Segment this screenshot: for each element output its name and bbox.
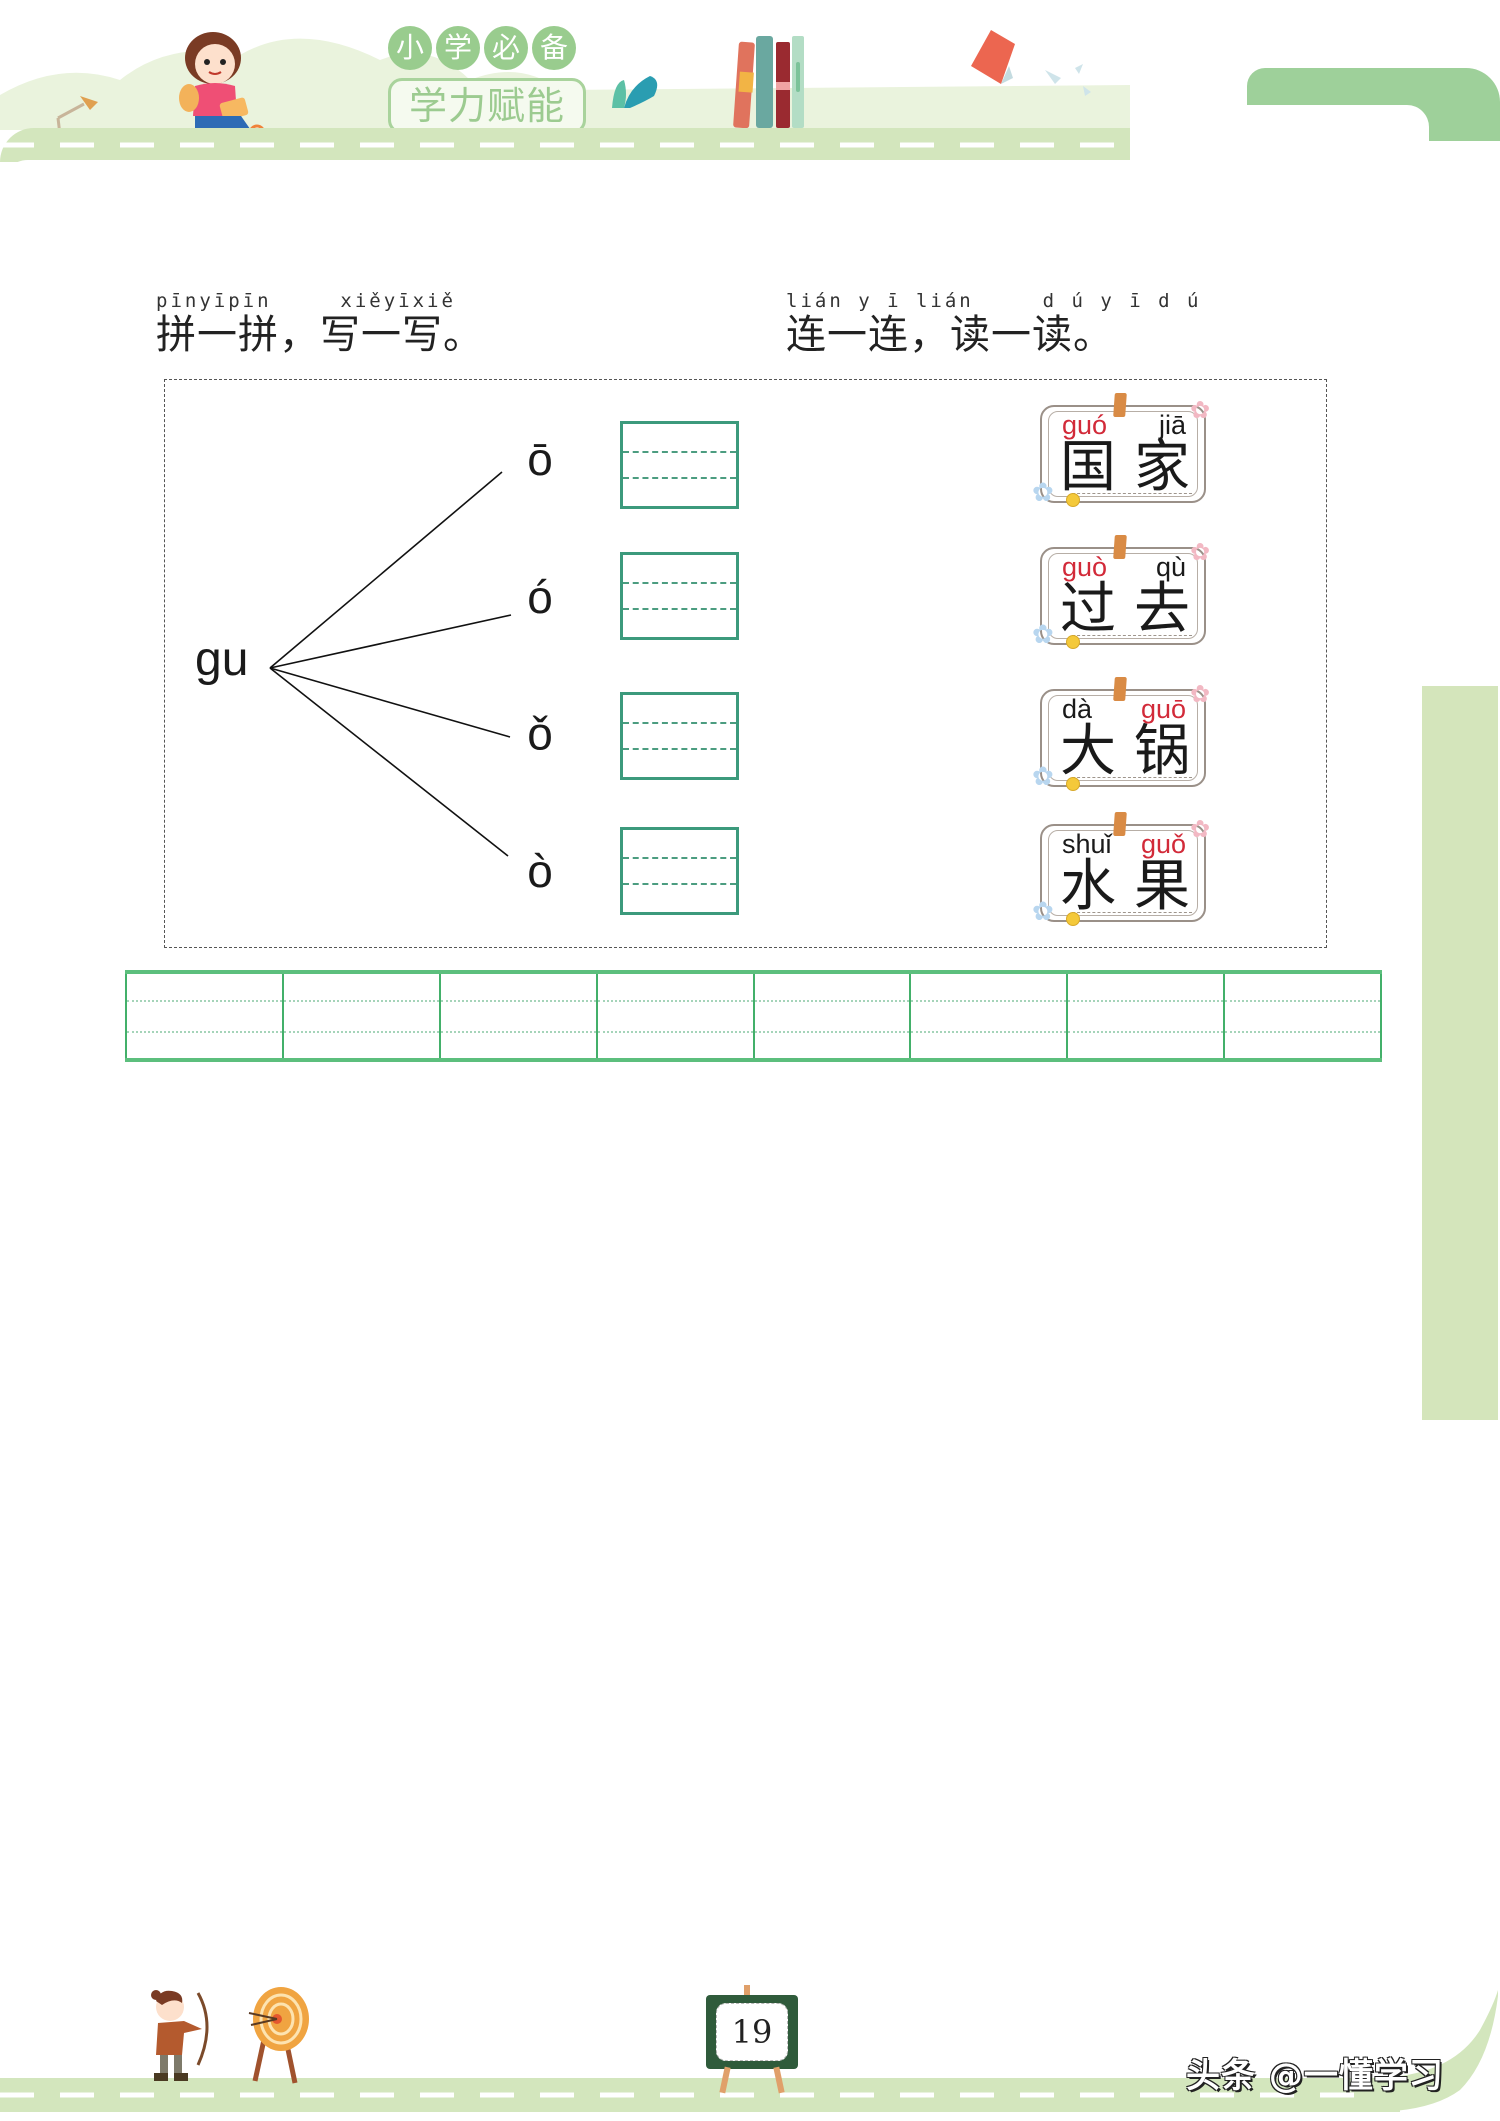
- page-number: 19: [716, 2003, 788, 2061]
- pink-star-icon: ✿: [1190, 538, 1211, 566]
- grid-cell[interactable]: [752, 974, 910, 1058]
- card-pinyin-1: dà: [1062, 694, 1093, 724]
- card-pinyin-2: guō: [1140, 694, 1186, 724]
- card-pinyin-1: guó: [1062, 410, 1108, 440]
- hills-background: [0, 38, 1130, 130]
- section-title-connect-read: lián y ī lián d ú y ī d ú 连一连，读一读。: [786, 290, 1201, 358]
- yellow-dot-icon: [1066, 777, 1080, 791]
- badge-char: 小: [388, 26, 432, 70]
- blue-star-icon: ✿: [1032, 762, 1054, 792]
- card-hanzi-1: 水: [1060, 854, 1116, 919]
- section-title-pinyin: pīnyīpīn xiěyīxiě: [156, 290, 484, 312]
- flying-paper-icon: [971, 30, 1091, 96]
- final-o-tone2: ó: [527, 571, 553, 623]
- plant-icon: [612, 76, 658, 108]
- yellow-dot-icon: [1066, 635, 1080, 649]
- pink-star-icon: ✿: [1190, 815, 1211, 843]
- title-duyidu: 读一读。: [950, 312, 1114, 358]
- pinyin-writing-grid: [125, 970, 1382, 1062]
- pinyin-writing-box-3[interactable]: [620, 692, 739, 780]
- grid-cell[interactable]: [1223, 974, 1382, 1058]
- blue-star-icon: ✿: [1032, 620, 1054, 650]
- card-pinyin-1: shuǐ: [1062, 829, 1112, 859]
- card-pinyin-2: guǒ: [1140, 829, 1186, 859]
- card-hanzi-1: 大: [1060, 719, 1116, 784]
- title-xieyixie: 写一写。: [320, 312, 484, 358]
- card-hanzi-1: 国: [1060, 435, 1116, 500]
- header-title-badges: 小 学 必 备 学力赋能: [388, 26, 586, 134]
- title-pinyipin: 拼一拼，: [156, 312, 320, 358]
- grid-cell[interactable]: [438, 974, 596, 1058]
- card-hanzi-2: 去: [1134, 577, 1190, 642]
- final-o-tone3: ǒ: [527, 707, 553, 759]
- yellow-dot-icon: [1066, 912, 1080, 926]
- card-pinyin-1: guò: [1062, 552, 1108, 582]
- badge-char: 学: [436, 26, 480, 70]
- grid-cell[interactable]: [595, 974, 753, 1058]
- pink-star-icon: ✿: [1190, 680, 1211, 708]
- word-card-daguo[interactable]: ✿ ✿ dà guō 大 锅: [1032, 677, 1212, 791]
- yellow-dot-icon: [1066, 493, 1080, 507]
- pinyin-lianyilian: lián y ī lián: [786, 290, 974, 312]
- card-hanzi-2: 家: [1134, 435, 1190, 500]
- pinyin-xieyixie: xiěyīxiě: [340, 290, 456, 312]
- footer-road-band: [0, 2078, 1400, 2112]
- books-icon: [733, 36, 804, 129]
- page-header: 小 学 必 备 学力赋能: [0, 0, 1500, 190]
- card-pinyin-2: jiā: [1158, 410, 1186, 440]
- right-side-bar: [1422, 686, 1498, 1420]
- archer-illustration: [151, 1990, 209, 2081]
- word-card-guoqu[interactable]: ✿ ✿ guò qù 过 去: [1032, 535, 1212, 649]
- watermark: 头条 @一懂学习: [1186, 2056, 1444, 2096]
- word-card-guojia[interactable]: ✿ ✿ guó jiā 国 家: [1032, 393, 1212, 507]
- badge-char: 备: [532, 26, 576, 70]
- final-o-tone4: ò: [527, 845, 553, 897]
- section-title-pinyin: lián y ī lián d ú y ī d ú: [786, 290, 1201, 312]
- card-hanzi-1: 过: [1060, 577, 1116, 642]
- card-pinyin-2: qù: [1155, 552, 1186, 582]
- header-subtitle: 学力赋能: [388, 78, 586, 134]
- pinyin-writing-box-4[interactable]: [620, 827, 739, 915]
- grid-cell[interactable]: [125, 974, 282, 1058]
- blue-star-icon: ✿: [1032, 897, 1054, 927]
- page-number-board: 19: [706, 1985, 798, 2094]
- pinyin-pinyipin: pīnyīpīn: [156, 290, 272, 312]
- badge-char: 必: [484, 26, 528, 70]
- blue-star-icon: ✿: [1032, 478, 1054, 508]
- exercise-frame: [164, 379, 1327, 948]
- initial-gu: gu: [195, 633, 249, 686]
- grid-cell[interactable]: [909, 974, 1067, 1058]
- title-lianyilian: 连一连，: [786, 312, 950, 358]
- section-title-spell-write: pīnyīpīn xiěyīxiě 拼一拼，写一写。: [156, 290, 484, 358]
- pinyin-duyidu: d ú y ī d ú: [1042, 290, 1202, 312]
- card-hanzi-2: 锅: [1134, 719, 1190, 784]
- pinyin-writing-box-2[interactable]: [620, 552, 739, 640]
- header-right-tab: [1247, 68, 1500, 141]
- final-o-tone1: ō: [527, 433, 553, 485]
- header-road-band: [0, 128, 1130, 162]
- pink-star-icon: ✿: [1190, 396, 1211, 424]
- grid-cell[interactable]: [1066, 974, 1224, 1058]
- pinyin-writing-box-1[interactable]: [620, 421, 739, 509]
- grid-cell[interactable]: [281, 974, 439, 1058]
- word-card-shuiguo[interactable]: ✿ ✿ shuǐ guǒ 水 果: [1032, 812, 1212, 926]
- page-top-edge: [0, 160, 1140, 190]
- footer-curve: [1370, 1990, 1498, 2112]
- archery-target-icon: [248, 1987, 309, 2084]
- card-hanzi-2: 果: [1134, 854, 1190, 919]
